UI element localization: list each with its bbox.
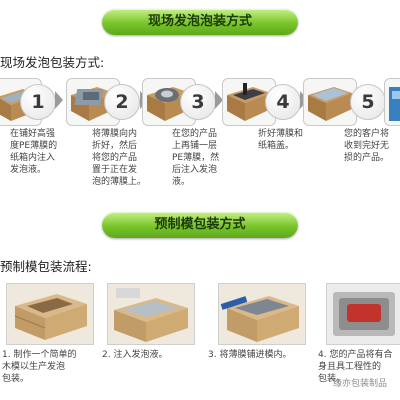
- step-number-1: 1: [20, 84, 56, 120]
- premold-step2-text: 2. 注入发泡液。: [102, 350, 168, 360]
- watermark: 缘亦包装制品: [333, 379, 388, 389]
- step5-text: 您的客户将 收到完好无 损的产品。: [344, 129, 390, 163]
- premold-step4-text: 4. 您的产品将有合 身且具工程性的 包装。: [318, 350, 393, 384]
- premold-step3-image: [218, 283, 306, 345]
- step5-result-image: [384, 78, 400, 126]
- step-arrow-1: [55, 91, 63, 109]
- step-number-2: 2: [104, 84, 140, 120]
- step5-image: [303, 78, 357, 126]
- premold-step2-image: [107, 283, 195, 345]
- step4-text: 折好薄膜和 纸箱盖。: [258, 129, 304, 151]
- step2-text: 将薄膜向内 折好，然后 将您的产品 置于正在发 泡的薄膜上。: [92, 129, 147, 187]
- step-number-4: 4: [265, 84, 301, 120]
- step1-text: 在铺好高强 度PE薄膜的 纸箱内注入 发泡液。: [10, 129, 58, 175]
- step3-text: 在您的产品 上再铺一层 PE薄膜，然 后注入发泡 液。: [172, 129, 220, 187]
- section-title-foam-in-place: 现场发泡包装方式:: [0, 55, 105, 70]
- premold-step1-image: [6, 283, 94, 345]
- section-title-premold: 预制模包装流程:: [0, 259, 92, 274]
- premold-step3-text: 3. 将薄膜铺进模内。: [208, 350, 292, 360]
- premold-step1-text: 1. 制作一个简单的 木模以生产发泡 包装。: [2, 350, 77, 384]
- step-number-3: 3: [180, 84, 216, 120]
- step-arrow-3: [215, 91, 223, 109]
- banner-premold: 预制模包装方式: [102, 212, 298, 238]
- step-number-5: 5: [350, 84, 386, 120]
- premold-step4-image: [326, 283, 400, 345]
- banner-foam-in-place: 现场发泡泡装方式: [102, 9, 298, 35]
